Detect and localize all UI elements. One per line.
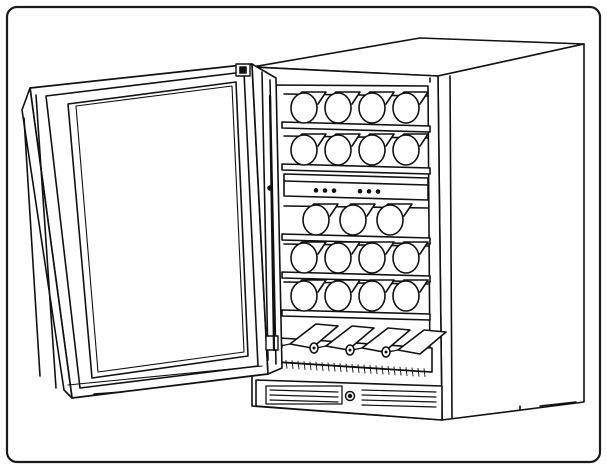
- wine-bottle-icon: [358, 279, 395, 312]
- wine-bottle-icon: [358, 241, 395, 274]
- wine-bottle-icon: [302, 203, 339, 236]
- wine-bottle-icon: [358, 91, 395, 124]
- wine-bottle-icon: [324, 241, 361, 274]
- glass-door-icon: [21, 63, 283, 399]
- wine-bottle-icon: [345, 327, 411, 356]
- wine-bottle-icon: [309, 325, 375, 354]
- shelf-row: [281, 91, 431, 133]
- wine-bottle-icon: [392, 91, 429, 124]
- control-button: [366, 189, 372, 194]
- wine-bottle-icon: [392, 241, 429, 274]
- wine-bottle-icon: [290, 91, 327, 124]
- wine-bottle-icon: [376, 203, 413, 236]
- shelf-rail: [281, 163, 431, 175]
- shelf-row: [281, 133, 431, 175]
- vent-slot: [361, 394, 437, 398]
- control-panel: [283, 173, 429, 201]
- front-vent: [255, 379, 443, 421]
- wine-bottle-icon: [324, 91, 361, 124]
- control-button: [313, 188, 319, 193]
- wine-bottle-icon: [339, 203, 376, 236]
- wine-bottle-icon: [392, 133, 429, 166]
- door-glass: [67, 81, 249, 379]
- shelf-rail: [281, 121, 431, 133]
- shelf-row: [281, 279, 431, 321]
- wine-bottle-icon: [324, 279, 361, 312]
- cabinet-side: [437, 43, 585, 421]
- vent-slot: [361, 399, 437, 403]
- wine-bottle-icon: [392, 279, 429, 312]
- shelf-row: [281, 203, 431, 245]
- control-button: [375, 189, 381, 194]
- wine-bottle-icon: [290, 133, 327, 166]
- vent-slot: [361, 404, 437, 408]
- shelf-row: [281, 241, 431, 283]
- shelves-group: [281, 91, 431, 321]
- vent-slot: [361, 389, 437, 393]
- wine-bottle-icon: [358, 133, 395, 166]
- control-button: [322, 188, 328, 193]
- wine-bottle-icon: [324, 133, 361, 166]
- wine-bottle-icon: [381, 329, 447, 358]
- bottom-rack: [273, 323, 447, 378]
- shelf-rail: [281, 309, 431, 321]
- wine-bottle-icon: [290, 279, 327, 312]
- wine-bottle-icon: [290, 241, 327, 274]
- control-button: [331, 188, 337, 193]
- control-button: [357, 188, 363, 194]
- side-seam: [449, 75, 453, 419]
